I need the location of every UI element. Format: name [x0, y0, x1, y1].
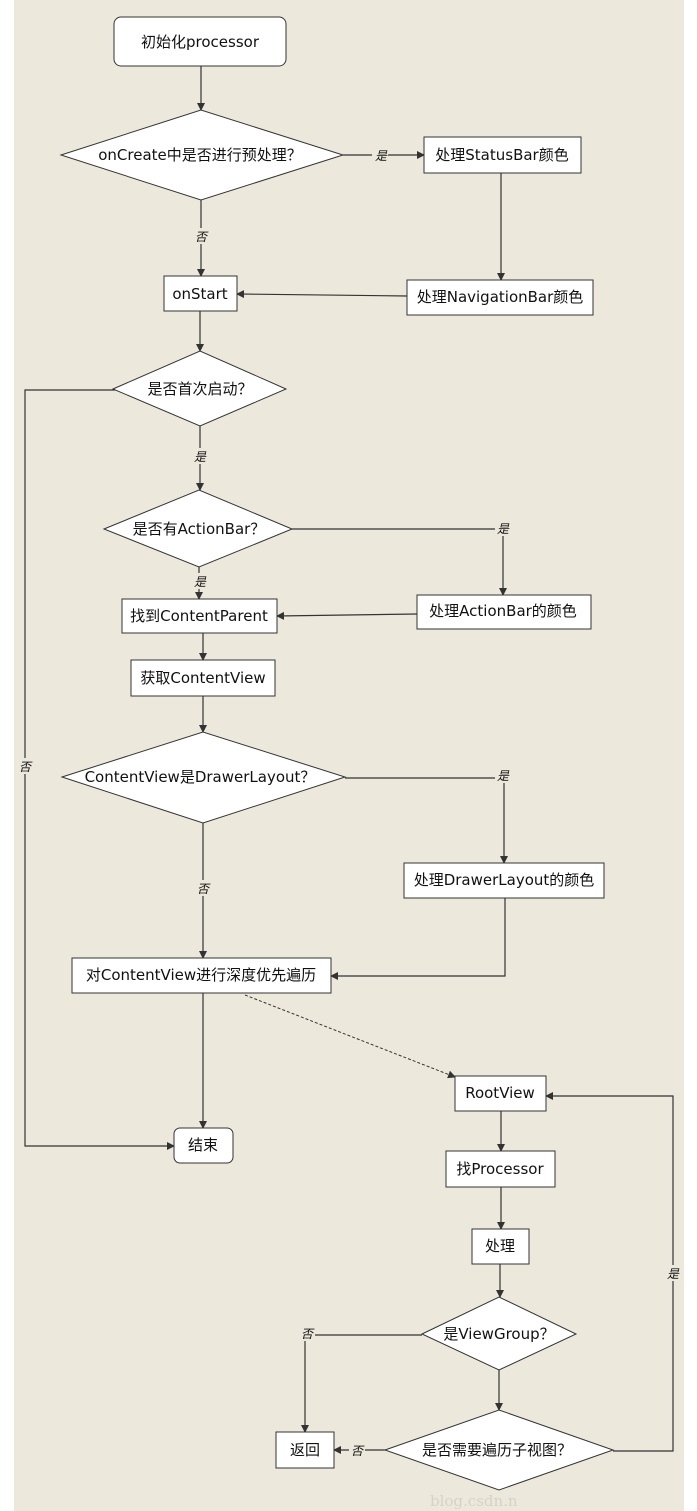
node-get-view-label: 获取ContentView	[140, 669, 265, 687]
node-find-processor-label: 找Processor	[456, 1160, 544, 1178]
node-navbar: 处理NavigationBar颜色	[406, 279, 594, 316]
edge-actionbar-yes	[292, 528, 507, 596]
decision-actionbar: 是否有ActionBar？	[102, 489, 294, 568]
edge-viewgroup-no	[301, 1334, 422, 1433]
decision-precreate: onCreate中是否进行预处理？	[59, 109, 345, 201]
node-rootview: RootView	[454, 1075, 547, 1112]
watermark: blog.csdn.n	[430, 1492, 518, 1510]
edge-labels: 是 否 是 否 是 是 是 否 否 否 是	[17, 147, 681, 1458]
edge-label-no: 否	[197, 882, 211, 896]
edge-drawercolor-to-dfs	[330, 898, 506, 980]
edge-traverse-yes	[545, 1092, 674, 1452]
node-dfs: 对ContentView进行深度优先遍历	[71, 957, 332, 994]
node-process-label: 处理	[485, 1237, 515, 1255]
node-onstart: onStart	[163, 275, 238, 312]
node-return: 返回	[275, 1431, 335, 1469]
node-actionbar-color-label: 处理ActionBar的颜色	[429, 602, 577, 620]
node-find-processor: 找Processor	[445, 1150, 556, 1188]
edge-drawer-yes	[345, 777, 508, 864]
node-init: 初始化processor	[113, 16, 287, 67]
decision-traverse: 是否需要遍历子视图？	[383, 1409, 615, 1491]
node-get-view: 获取ContentView	[130, 659, 276, 697]
decision-actionbar-label: 是否有ActionBar？	[133, 520, 266, 538]
edge-dfs-to-rootview	[244, 994, 456, 1079]
decision-first-launch: 是否首次启动？	[111, 350, 288, 427]
decision-drawer-label: ContentView是DrawerLayout？	[85, 768, 316, 786]
edge-label-yes: 是	[194, 575, 207, 589]
decision-first-launch-label: 是否首次启动？	[147, 380, 252, 398]
node-actionbar-color: 处理ActionBar的颜色	[416, 594, 592, 630]
edge-nav-to-onstart	[236, 290, 408, 299]
node-find-parent: 找到ContentParent	[121, 598, 278, 634]
node-navbar-label: 处理NavigationBar颜色	[417, 288, 584, 306]
node-dfs-label: 对ContentView进行深度优先遍历	[86, 966, 316, 984]
node-return-label: 返回	[290, 1441, 320, 1459]
edge-label-yes: 是	[194, 450, 207, 464]
node-drawer-color: 处理DrawerLayout的颜色	[403, 862, 605, 899]
diagram-background	[14, 0, 684, 1511]
node-rootview-label: RootView	[465, 1084, 535, 1102]
edge-label-yes: 是	[497, 522, 510, 536]
node-drawer-color-label: 处理DrawerLayout的颜色	[414, 871, 595, 889]
edge-actioncolor-to-parent	[276, 611, 418, 620]
decision-precreate-label: onCreate中是否进行预处理？	[98, 146, 302, 164]
decision-traverse-label: 是否需要遍历子视图？	[422, 1441, 572, 1459]
edge-label-yes: 是	[667, 1267, 680, 1281]
node-find-parent-label: 找到ContentParent	[130, 607, 268, 625]
decision-viewgroup-label: 是ViewGroup？	[443, 1325, 554, 1343]
node-onstart-label: onStart	[172, 285, 227, 303]
edge-label-no: 否	[19, 760, 33, 774]
decision-drawer: ContentView是DrawerLayout？	[60, 731, 347, 824]
edge-label-no: 否	[195, 230, 209, 244]
edge-label-no: 否	[351, 1444, 365, 1458]
edge-label-no: 否	[301, 1327, 315, 1341]
node-init-label: 初始化processor	[141, 33, 260, 51]
edge-label-yes: 是	[497, 769, 510, 783]
node-end-label: 结束	[188, 1136, 218, 1154]
node-statusbar-label: 处理StatusBar颜色	[435, 146, 568, 164]
edge-label-yes: 是	[375, 149, 388, 163]
node-end: 结束	[173, 1127, 234, 1164]
node-process: 处理	[471, 1228, 530, 1265]
node-statusbar: 处理StatusBar颜色	[423, 136, 582, 174]
decision-viewgroup: 是ViewGroup？	[420, 1296, 578, 1371]
